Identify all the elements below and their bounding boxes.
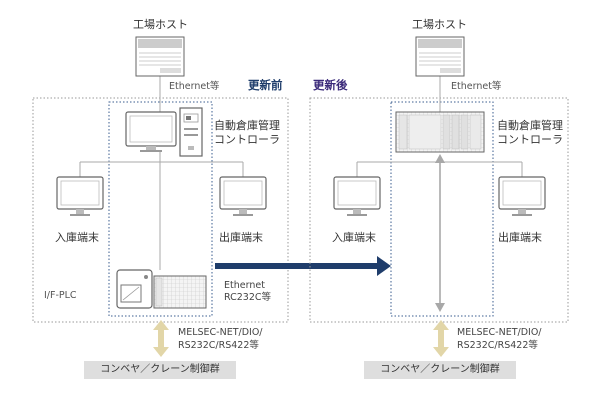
before-output-terminal-label: 出庫端末 — [219, 231, 263, 244]
before-controller-label-line1: 自動倉庫管理 — [214, 119, 280, 132]
monitor-icon — [333, 176, 381, 216]
before-controller-label-line2: コントローラ — [214, 133, 280, 146]
after-controller-label-line1: 自動倉庫管理 — [497, 119, 563, 132]
after-controller-label-line2: コントローラ — [497, 133, 563, 146]
after-host-label: 工場ホスト — [412, 18, 467, 31]
before-field-link-line2: RS232C/RS422等 — [178, 340, 259, 351]
desktop-pc-icon — [125, 107, 203, 157]
monitor-icon — [219, 176, 267, 216]
before-plc-link-line2: RC232C等 — [224, 292, 272, 303]
after-field-link-line1: MELSEC-NET/DIO/ — [457, 327, 542, 338]
plc-unit-icon — [116, 269, 207, 309]
after-system-boundary — [309, 97, 569, 323]
before-plc-label: I/F-PLC — [44, 290, 77, 301]
right-arrow-icon — [215, 256, 391, 276]
before-heading: 更新前 — [248, 78, 283, 92]
server-icon — [415, 36, 465, 77]
after-heading: 更新後 — [313, 78, 348, 92]
before-host-label: 工場ホスト — [133, 18, 188, 31]
updown-arrow-icon — [435, 154, 445, 312]
updown-arrow-icon — [433, 320, 449, 357]
before-input-terminal-label: 入庫端末 — [55, 231, 99, 244]
after-input-terminal-label: 入庫端末 — [332, 231, 376, 244]
before-host-link-label: Ethernet等 — [169, 81, 220, 92]
controller-panel-icon — [395, 111, 485, 153]
after-field-link-line2: RS232C/RS422等 — [457, 340, 538, 351]
monitor-icon — [498, 176, 546, 216]
updown-arrow-icon — [153, 320, 169, 357]
after-conveyor-box: コンベヤ／クレーン制御群 — [364, 361, 516, 379]
before-replacement-boundary — [108, 101, 213, 317]
monitor-icon — [56, 176, 104, 216]
after-host-link-label: Ethernet等 — [451, 81, 502, 92]
after-replacement-boundary — [390, 101, 494, 317]
after-output-terminal-label: 出庫端末 — [498, 231, 542, 244]
before-field-link-line1: MELSEC-NET/DIO/ — [178, 327, 263, 338]
before-plc-link-line1: Ethernet — [224, 280, 265, 291]
server-icon — [135, 36, 185, 77]
before-conveyor-box: コンベヤ／クレーン制御群 — [84, 361, 236, 379]
